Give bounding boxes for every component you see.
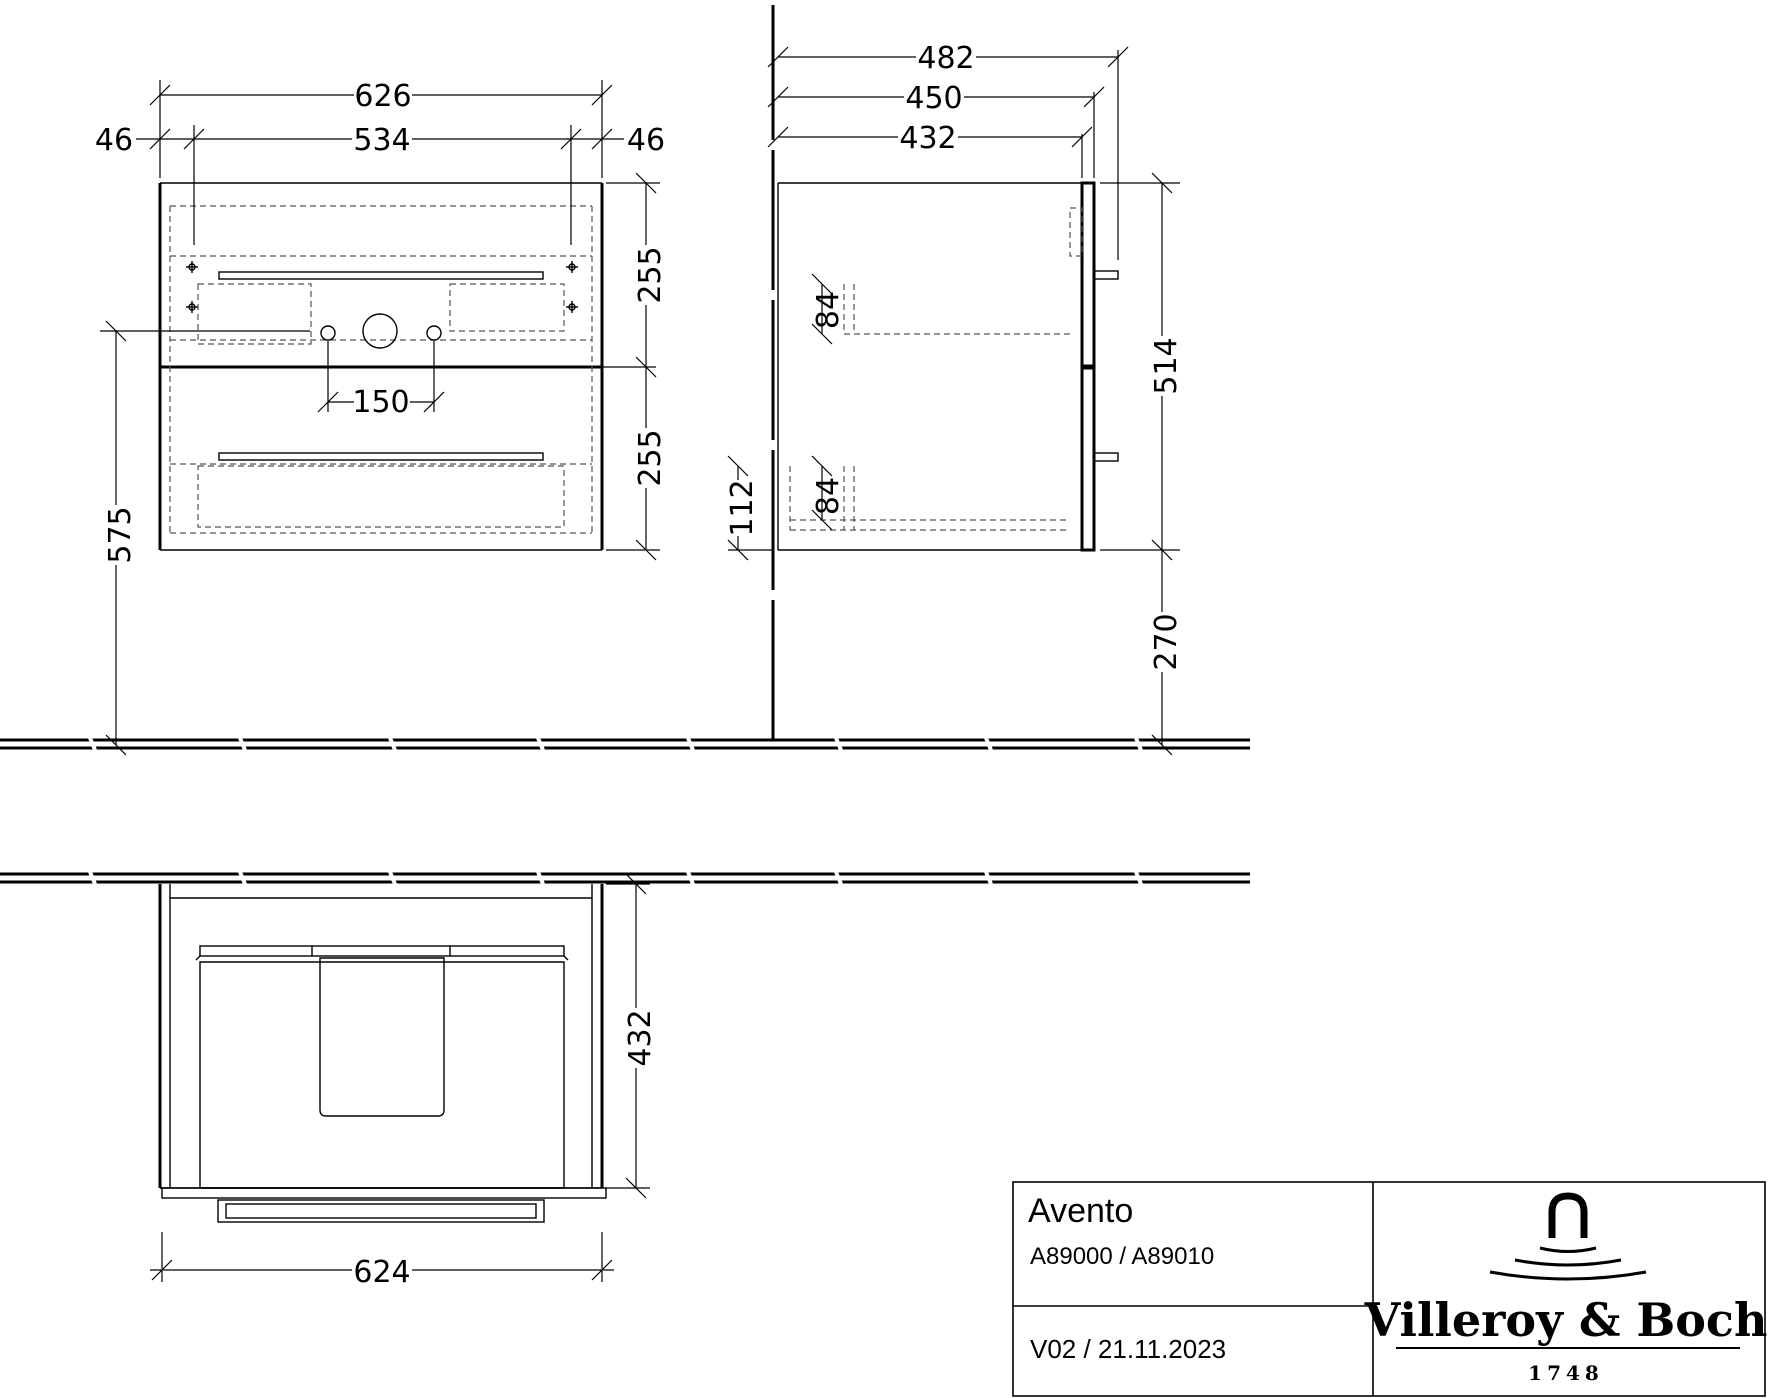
handle-top [218,271,544,280]
waste-outlet [362,313,398,349]
dim-575: 575 [103,506,138,563]
brand-logo-icon [1489,1192,1647,1281]
top-back-rail [199,945,565,957]
dim-432-side: 432 [899,121,956,156]
dim-450: 450 [905,81,962,116]
fixing-hole-left [320,325,336,341]
top-handle [217,1199,545,1223]
fixing-hole-right [426,325,442,341]
dim-432-top: 432 [623,1009,658,1066]
title-block: Avento A89000 / A89010 V02 / 21.11.2023 … [1012,1181,1768,1397]
drawer-front-top [1080,181,1096,368]
dim-255-bottom: 255 [633,429,668,486]
front-view: 626 46 534 46 255 255 150 [92,78,668,756]
dim-150: 150 [352,385,409,420]
drawer-front-bottom [1080,366,1096,552]
dim-482: 482 [917,41,974,76]
dim-270: 270 [1149,613,1184,670]
dim-624: 624 [353,1255,410,1290]
side-handle-top [1093,270,1119,280]
floor-line-upper [0,737,1250,751]
dim-112: 112 [725,479,760,536]
floor-line-lower [0,871,1250,885]
top-drawer-box [199,961,565,1189]
dim-46-left: 46 [95,123,133,158]
handle-bottom [218,452,544,461]
version-date: V02 / 21.11.2023 [1030,1334,1226,1364]
siphon-cutout-left [197,283,312,345]
lower-drawer-box [197,465,565,528]
dim-84-bottom: 84 [811,477,846,515]
dim-626: 626 [354,79,411,114]
mount-points [186,261,578,313]
dim-46-right: 46 [627,123,665,158]
dim-84-top: 84 [811,291,846,329]
top-front-panel [161,1187,607,1199]
siphon-cutout-right [449,283,565,332]
dim-534: 534 [353,123,410,158]
article-numbers: A89000 / A89010 [1030,1243,1214,1270]
dim-255-top: 255 [633,246,668,303]
product-name: Avento [1028,1192,1133,1230]
top-view: 432 624 [150,873,658,1290]
side-handle-bottom [1093,452,1119,462]
side-view: 482 450 432 84 84 112 [724,5,1184,756]
brand-name: Villeroy & Boch [1364,1293,1768,1347]
brand-year: 1748 [1528,1361,1604,1385]
top-siphon-cutout [319,957,445,1117]
dim-514: 514 [1149,337,1184,394]
